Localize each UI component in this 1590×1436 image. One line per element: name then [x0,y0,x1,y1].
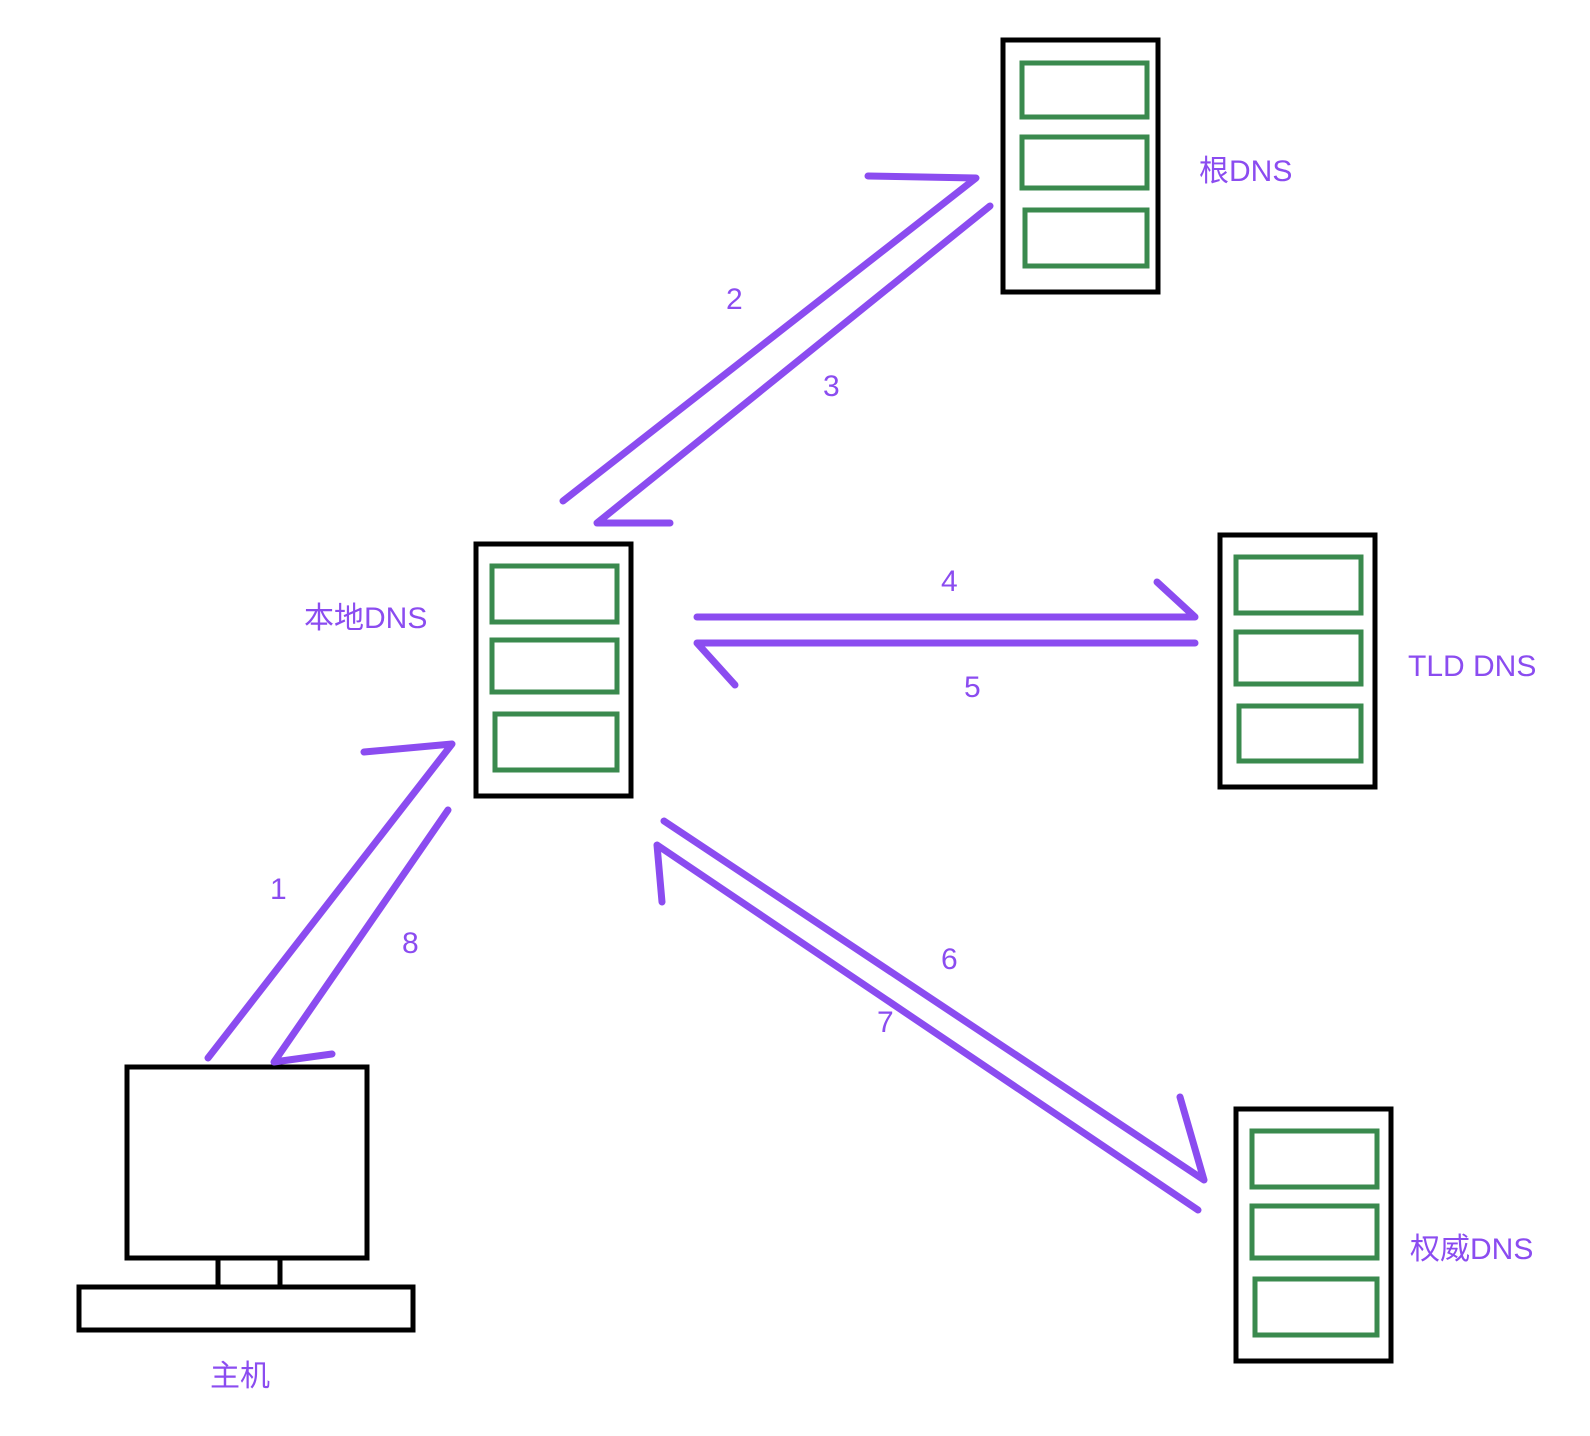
arrow-step-4 [693,578,1199,621]
authoritative-dns-server-icon [1233,1106,1394,1364]
authoritative-dns-label: 权威DNS [1410,1233,1533,1266]
host-computer-icon [76,1064,416,1333]
step-label-1: 1 [270,873,287,906]
arrow-step-2 [559,172,980,505]
step-label-5: 5 [964,671,981,704]
tld-dns-label: TLD DNS [1408,650,1536,683]
step-label-4: 4 [941,565,958,598]
arrow-step-8 [270,806,452,1066]
step-label-3: 3 [823,370,840,403]
root-dns-server-icon [1000,37,1161,295]
step-label-7: 7 [877,1006,894,1039]
arrow-step-6 [660,817,1208,1184]
tld-dns-server-icon [1217,532,1378,790]
arrow-step-3 [593,202,994,527]
step-label-2: 2 [726,283,743,316]
step-label-8: 8 [402,927,419,960]
step-label-6: 6 [941,943,958,976]
root-dns-label: 根DNS [1199,155,1292,188]
arrow-step-5 [693,639,1199,689]
local-dns-server-icon [473,541,634,799]
host-label: 主机 [210,1360,270,1393]
local-dns-label: 本地DNS [304,602,427,635]
arrow-step-1 [204,740,456,1062]
arrow-step-7 [653,841,1202,1214]
